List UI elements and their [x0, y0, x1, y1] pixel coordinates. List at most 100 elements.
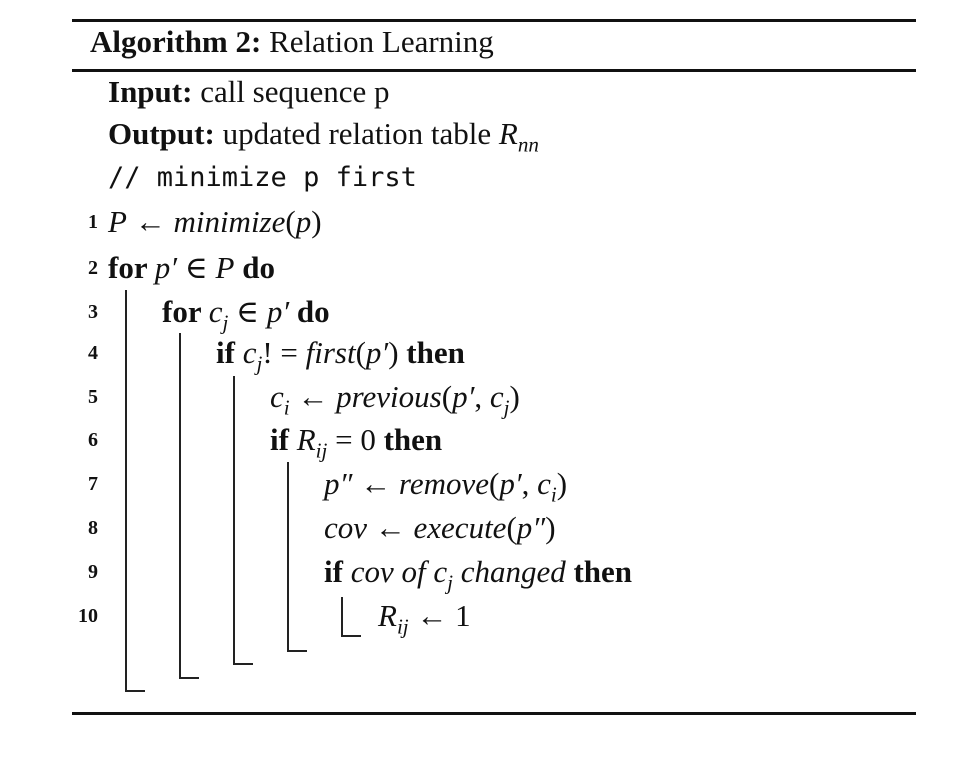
math-term: P [215, 250, 235, 285]
math-symbol: ∈ [228, 294, 267, 329]
math-term: R [296, 422, 316, 457]
math-term: c [270, 379, 284, 414]
input-label: Input: [108, 74, 193, 109]
math-term: first [305, 335, 356, 370]
math-symbol: ) [556, 466, 568, 501]
math-term: c [489, 379, 504, 414]
math-symbol: ← [126, 204, 174, 239]
math-term: p′ [499, 466, 522, 501]
keyword: then [398, 335, 465, 370]
comment-line: // minimize p first [108, 160, 417, 196]
algorithm-line: if cj! = first(p′) then [216, 335, 465, 374]
keyword: for [108, 250, 155, 285]
math-symbol: = 0 [327, 422, 376, 457]
line-number: 6 [88, 429, 98, 451]
math-term: changed [452, 554, 566, 589]
comment-text: // minimize p first [108, 162, 417, 193]
math-symbol: ← [289, 379, 337, 414]
subscript: j [503, 395, 510, 420]
math-symbol: ( [489, 466, 500, 501]
math-term: c [208, 294, 223, 329]
algorithm-line: ci ← previous(p′, cj) [270, 379, 520, 418]
subscript: j [447, 570, 453, 595]
math-term: P [108, 204, 127, 239]
math-term: cov of [350, 554, 434, 589]
math-term: c [537, 466, 551, 501]
math-term: p′ [365, 335, 389, 370]
math-term: minimize [173, 204, 286, 239]
output-line: Output: updated relation table Rnn [108, 116, 539, 155]
subscript: j [256, 351, 263, 376]
math-symbol: , [521, 466, 538, 501]
bottom-rule [72, 712, 916, 715]
block-bar-if-rij [287, 462, 307, 652]
line-number: 2 [88, 257, 98, 279]
algorithm-line: if Rij = 0 then [270, 422, 443, 461]
line-number: 9 [88, 561, 98, 583]
algorithm-line: P ← minimize(p) [108, 204, 322, 240]
subscript: j [222, 310, 229, 335]
algorithm-line: for p′ ∈ P do [108, 250, 275, 286]
math-term: p′ [452, 379, 475, 414]
algorithm-line: for cj ∈ p′ do [162, 294, 330, 333]
keyword: then [565, 554, 633, 589]
algorithm-title: Algorithm 2: Relation Learning [90, 24, 494, 60]
math-symbol: ) [545, 510, 556, 545]
algorithm-line: p″ ← remove(p′, ci) [324, 466, 568, 505]
math-term: R [378, 598, 397, 633]
subscript: ij [396, 614, 409, 639]
math-symbol: ∈ [177, 250, 216, 285]
subscript: i [283, 395, 290, 420]
math-term: c [242, 335, 257, 370]
line-number: 5 [88, 386, 98, 408]
output-var: R [498, 116, 518, 151]
output-var-sub: nn [517, 132, 539, 157]
math-term: remove [398, 466, 490, 501]
keyword: for [162, 294, 209, 329]
block-bar-for-p [125, 290, 145, 692]
keyword: do [289, 294, 330, 329]
math-symbol: ← [352, 466, 399, 501]
keyword: then [375, 422, 443, 457]
math-symbol: ) [388, 335, 399, 370]
math-symbol: ! = [262, 335, 306, 370]
math-term: cov [324, 510, 368, 545]
input-text: call sequence p [200, 74, 390, 109]
keyword: do [234, 250, 275, 285]
block-bar-if-first [233, 376, 253, 665]
algorithm-line: if cov of cj changed then [324, 554, 633, 593]
math-symbol: ) [311, 204, 322, 239]
math-symbol: ( [285, 204, 296, 239]
algorithm-line: cov ← execute(p″) [324, 510, 556, 546]
header-rule [72, 69, 916, 72]
algorithm-label: Algorithm 2: [90, 24, 262, 59]
algorithm-line: Rij ← 1 [378, 598, 471, 637]
math-term: p′ [266, 294, 290, 329]
line-number: 3 [88, 301, 98, 323]
keyword: if [324, 554, 351, 589]
output-label: Output: [108, 116, 215, 151]
subscript: ij [315, 438, 328, 463]
math-symbol: ) [509, 379, 520, 414]
math-term: p″ [324, 466, 353, 501]
math-term: execute [413, 510, 507, 545]
math-term: c [433, 554, 448, 589]
keyword: if [216, 335, 243, 370]
math-symbol: ← 1 [408, 598, 471, 633]
math-term: p′ [154, 250, 178, 285]
algorithm-name: Relation Learning [269, 24, 494, 59]
math-symbol: ( [355, 335, 366, 370]
keyword: if [270, 422, 297, 457]
math-term: previous [336, 379, 442, 414]
top-rule [72, 19, 916, 22]
line-number: 7 [88, 473, 98, 495]
input-line: Input: call sequence p [108, 74, 390, 110]
output-text: updated relation table [222, 116, 499, 151]
subscript: i [550, 482, 557, 507]
line-number: 4 [88, 342, 98, 364]
math-term: p″ [516, 510, 546, 545]
math-symbol: ( [441, 379, 453, 414]
line-number: 8 [88, 517, 98, 539]
line-number: 1 [88, 211, 98, 233]
math-symbol: , [474, 379, 490, 414]
